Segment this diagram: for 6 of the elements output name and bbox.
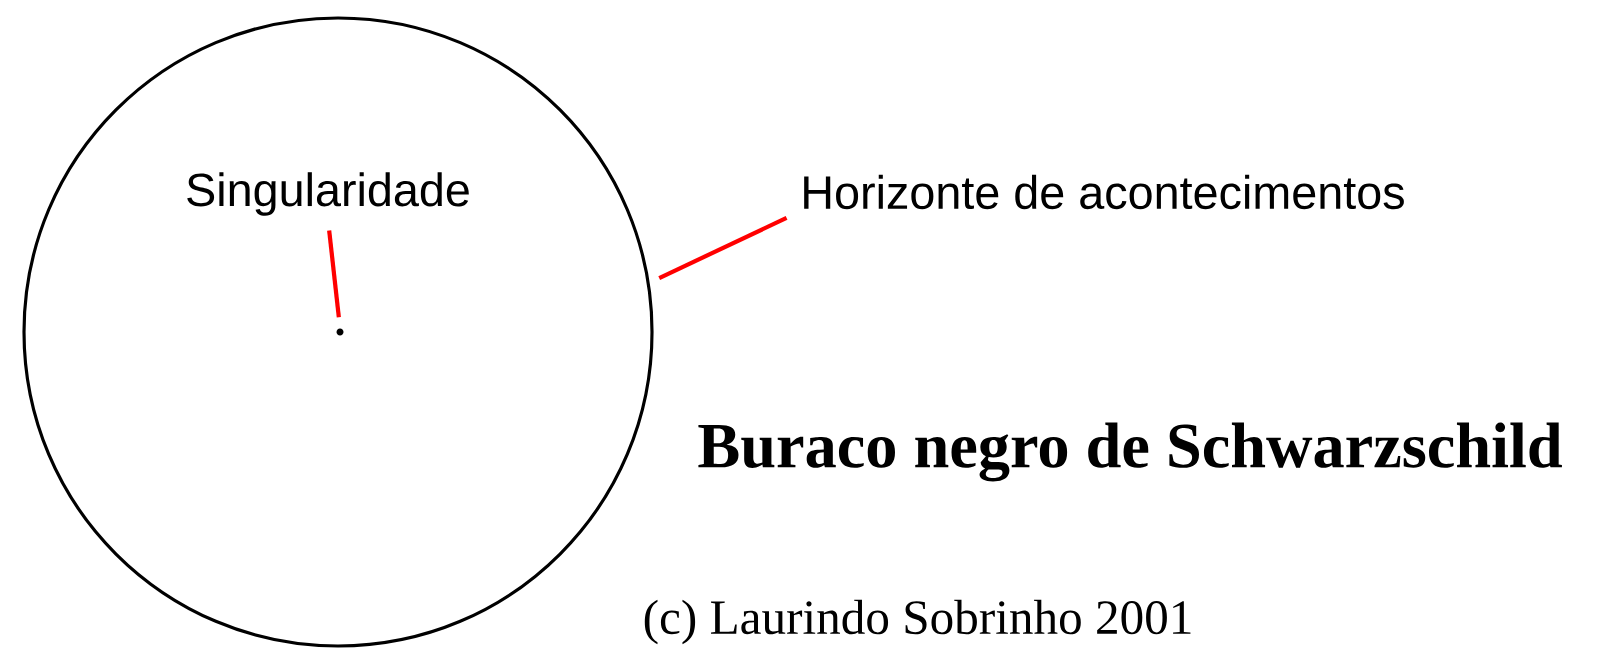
leader-line bbox=[658, 215, 788, 281]
title: Buraco negro de Schwarzschild bbox=[698, 422, 1562, 482]
copyright-note: (c) Laurindo Sobrinho 2001 bbox=[644, 599, 1191, 645]
leader-line bbox=[327, 230, 341, 318]
node-label: Singularidade bbox=[187, 172, 469, 216]
node-label: Horizonte de acontecimentos bbox=[804, 174, 1404, 210]
